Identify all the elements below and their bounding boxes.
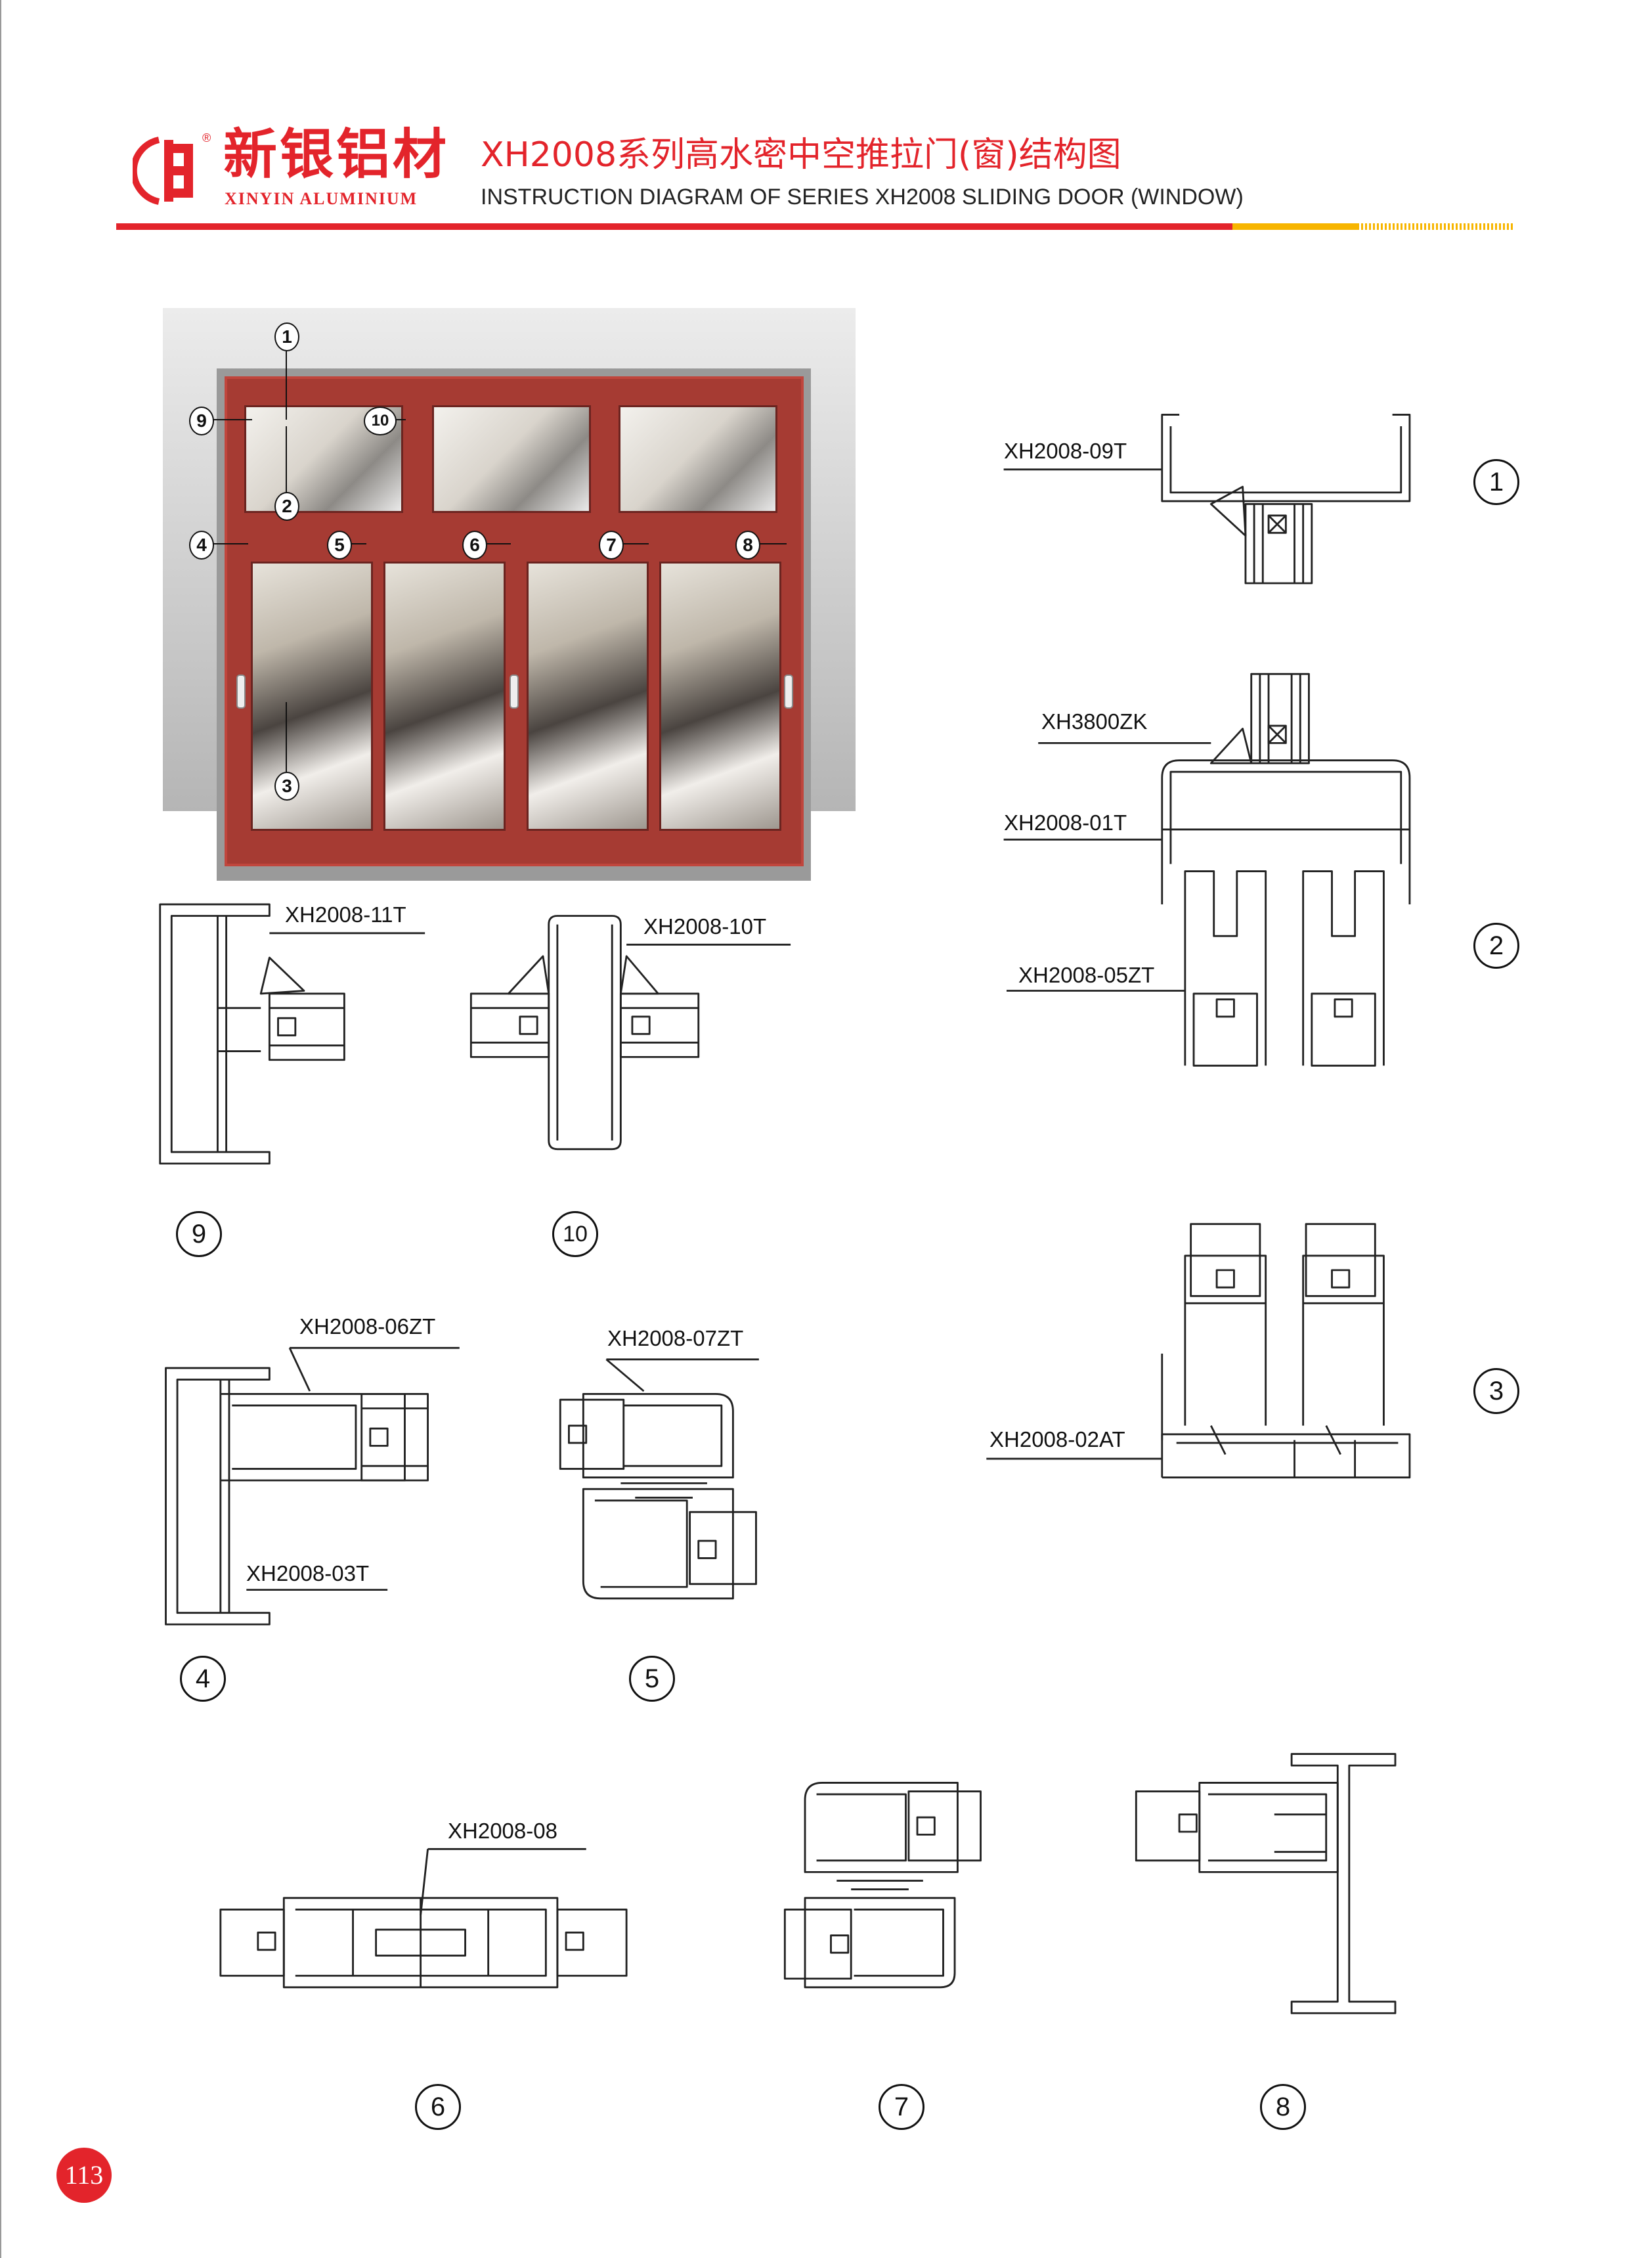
- section-number-10: 10: [552, 1211, 598, 1257]
- section-4-drawing: [165, 1346, 460, 1626]
- section-number-8: 8: [1260, 2084, 1306, 2130]
- header-rule-stripes: [1357, 223, 1515, 230]
- profile-label: XH2008-05ZT: [1018, 963, 1155, 987]
- brand-name-en: XINYIN ALUMINIUM: [225, 189, 418, 208]
- section-9-drawing: [159, 903, 425, 1165]
- profile-label: XH2008-09T: [1004, 439, 1127, 463]
- sash-pane-3: [527, 562, 649, 831]
- xinyin-logo-icon: [133, 137, 193, 205]
- header-rule-red: [116, 223, 1232, 230]
- window-frame: [225, 376, 804, 866]
- photo-callout-4: 4: [189, 531, 214, 560]
- section-number-7: 7: [879, 2084, 924, 2130]
- photo-callout-2: 2: [274, 492, 299, 521]
- profile-label: XH2008-11T: [285, 902, 406, 927]
- window-photo: 1 2 3 4 5 6 7 8 9 10: [163, 308, 856, 881]
- profile-label: XH2008-08: [448, 1819, 557, 1843]
- section-3-drawing: [986, 1223, 1411, 1479]
- section-number-1: 1: [1473, 459, 1519, 505]
- profile-label: XH2008-06ZT: [299, 1314, 436, 1339]
- page-title-en: INSTRUCTION DIAGRAM OF SERIES XH2008 SLI…: [481, 185, 1244, 210]
- top-pane-3: [619, 405, 777, 513]
- section-1-drawing: [1003, 414, 1411, 585]
- section-7-drawing: [783, 1782, 982, 1989]
- photo-callout-6: 6: [462, 531, 487, 560]
- section-number-6: 6: [415, 2084, 461, 2130]
- section-10-drawing: [469, 915, 791, 1151]
- photo-callout-7: 7: [599, 531, 624, 560]
- profile-label: XH2008-03T: [246, 1561, 370, 1585]
- section-number-9: 9: [176, 1211, 222, 1257]
- photo-callout-9: 9: [189, 407, 214, 435]
- photo-callout-10: 10: [364, 407, 397, 435]
- section-8-drawing: [1135, 1753, 1397, 2014]
- section-number-2: 2: [1473, 923, 1519, 969]
- brand-name-cn: 新银铝材: [223, 123, 450, 186]
- sash-pane-4: [659, 562, 781, 831]
- profile-label: XH2008-02AT: [989, 1427, 1125, 1451]
- top-pane-2: [432, 405, 591, 513]
- header-rule-yellow: [1232, 223, 1357, 230]
- sash-pane-1: [251, 562, 373, 831]
- sash-pane-2: [383, 562, 506, 831]
- section-number-4: 4: [180, 1656, 226, 1702]
- profile-label: XH2008-10T: [643, 914, 767, 939]
- sash-handle: [236, 675, 246, 709]
- section-number-3: 3: [1473, 1368, 1519, 1414]
- registered-mark: ®: [202, 131, 211, 144]
- sash-handle: [510, 675, 519, 709]
- sash-handle: [784, 675, 793, 709]
- photo-callout-3: 3: [274, 772, 299, 801]
- photo-callout-1: 1: [274, 322, 299, 351]
- profile-label: XH3800ZK: [1041, 709, 1148, 734]
- profile-label: XH2008-01T: [1004, 810, 1127, 835]
- photo-callout-8: 8: [735, 531, 760, 560]
- section-5-drawing: [559, 1358, 759, 1600]
- section-6-drawing: [219, 1848, 628, 1989]
- section-number-5: 5: [629, 1656, 675, 1702]
- page-number: 113: [56, 2148, 112, 2203]
- page-title-cn: XH2008系列高水密中空推拉门(窗)结构图: [481, 135, 1121, 175]
- section-2-drawing: [1003, 673, 1411, 1067]
- profile-label: XH2008-07ZT: [607, 1326, 744, 1350]
- photo-callout-5: 5: [327, 531, 352, 560]
